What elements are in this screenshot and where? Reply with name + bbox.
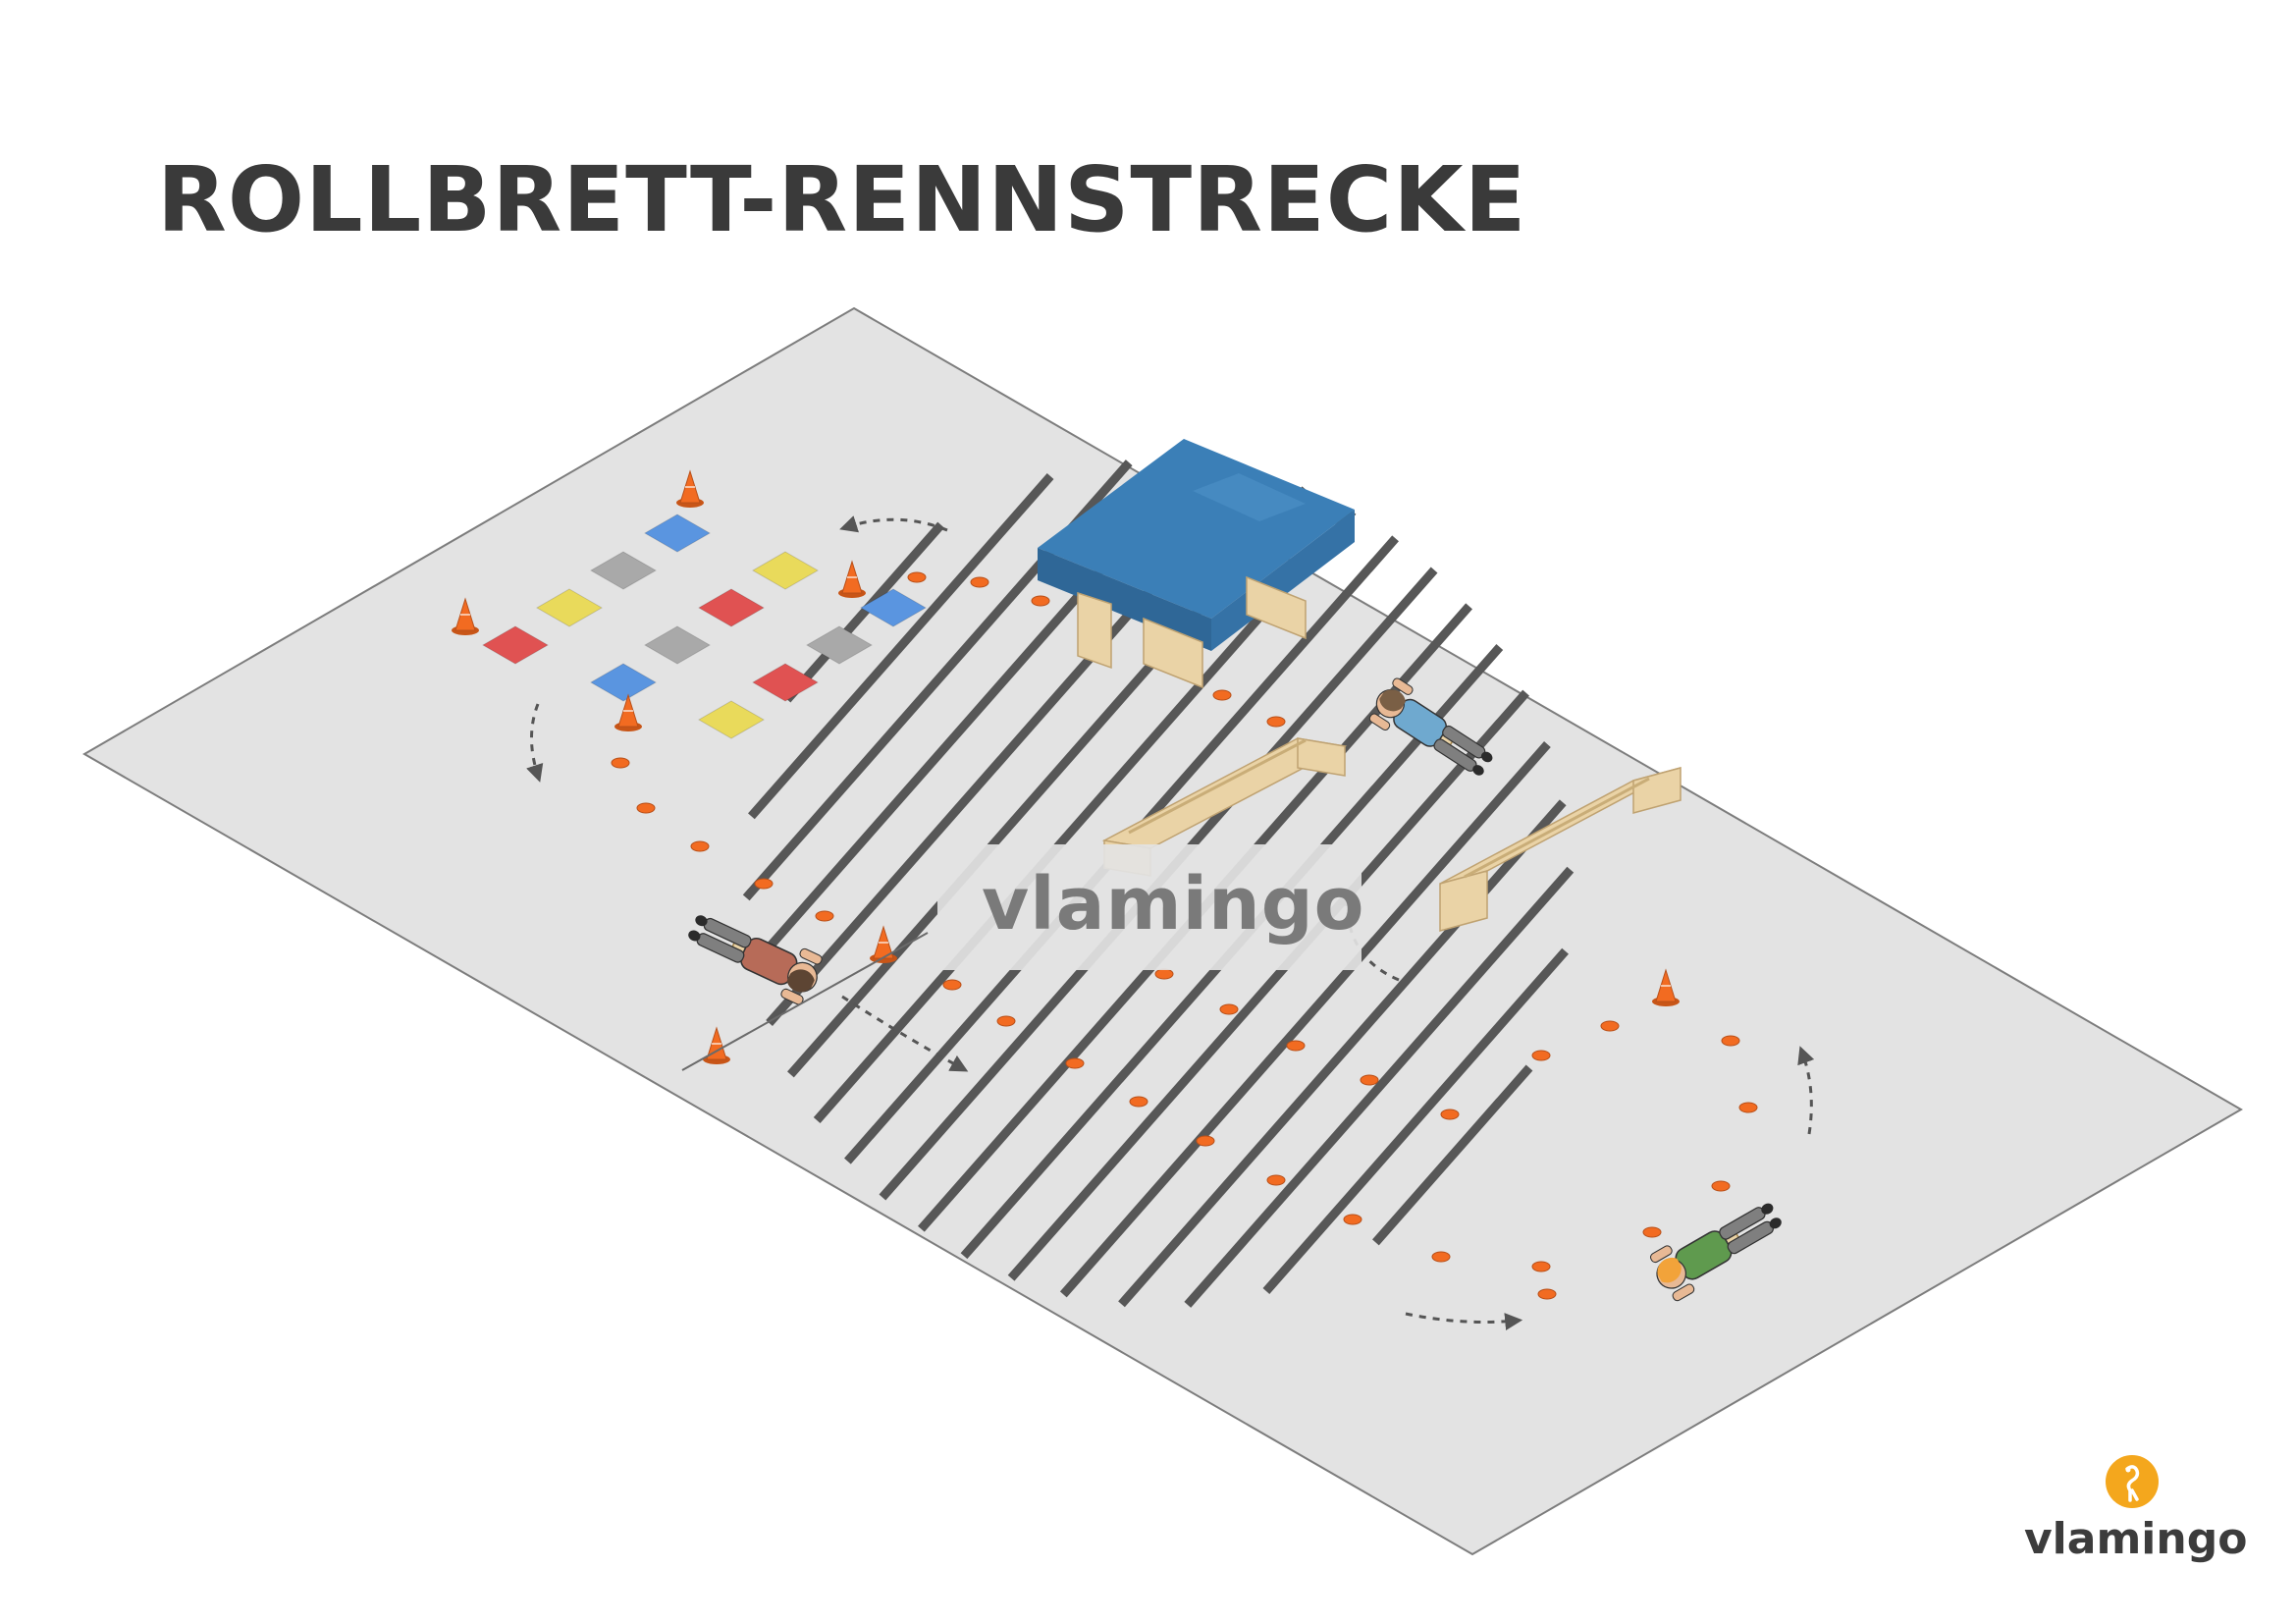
cone — [838, 560, 866, 598]
floor-stripe — [748, 473, 1054, 820]
marker-dot — [1531, 1050, 1551, 1061]
marker-dot — [1440, 1109, 1460, 1120]
brand-logo: vlamingo — [2024, 1453, 2248, 1564]
arrow-middle — [841, 995, 969, 1072]
floor-stripe — [1007, 689, 1529, 1281]
arrow-left — [526, 703, 544, 783]
brand-name: vlamingo — [2024, 1514, 2248, 1564]
marker-dot — [690, 840, 710, 852]
marker-dot — [636, 802, 656, 814]
marker-dot — [1154, 968, 1174, 980]
floor-stripe — [783, 521, 944, 703]
marker-dot — [1711, 1180, 1731, 1192]
marker-dot — [1431, 1251, 1451, 1263]
floor-tile — [751, 663, 820, 702]
marker-dots — [611, 571, 1758, 1300]
floor-tile — [697, 588, 766, 627]
marker-dot — [1266, 716, 1286, 728]
marker-dot — [1738, 1102, 1758, 1113]
marker-dot — [1537, 1288, 1557, 1300]
floor-tile — [859, 588, 928, 627]
floor-tile — [643, 514, 712, 553]
marker-dot — [1642, 1226, 1662, 1238]
marker-dot — [611, 757, 630, 769]
marker-dot — [1196, 1135, 1215, 1147]
marker-dot — [1212, 689, 1232, 701]
colored-tile-grid — [481, 514, 928, 739]
marker-dot — [996, 1015, 1016, 1027]
cones — [452, 469, 1680, 1064]
arrow-bottom — [1405, 1312, 1523, 1330]
marker-dot — [754, 878, 774, 890]
cone — [703, 1026, 730, 1064]
marker-dot — [1219, 1003, 1239, 1015]
floor-stripe — [1262, 947, 1569, 1294]
marker-dot — [1031, 595, 1050, 607]
floor-tile — [535, 588, 604, 627]
player-on-scooter — [1649, 1203, 1782, 1302]
floor-tile — [589, 551, 658, 590]
marker-dot — [1343, 1214, 1362, 1225]
bench-right — [1439, 767, 1682, 932]
marker-dot — [1360, 1074, 1379, 1086]
watermark-backdrop — [937, 844, 1362, 970]
player-on-scooter — [1368, 677, 1493, 776]
floor-tile — [697, 700, 766, 739]
cone — [614, 693, 642, 731]
gymnastics-mat — [1038, 439, 1355, 689]
floor-stripe — [1118, 799, 1567, 1308]
player-on-scooter — [688, 915, 823, 1005]
players — [688, 677, 1782, 1302]
marker-dot — [1531, 1261, 1551, 1272]
marker-dot — [1721, 1035, 1740, 1047]
flamingo-logo-icon — [2106, 1455, 2159, 1508]
marker-dot — [1266, 1174, 1286, 1186]
arrow-right — [1797, 1046, 1815, 1135]
marker-dot — [1065, 1057, 1085, 1069]
marker-dot — [1286, 1040, 1306, 1052]
cone — [452, 597, 479, 635]
cone — [1652, 968, 1680, 1006]
floor-stripe — [1184, 866, 1575, 1308]
watermark: vlamingo — [982, 862, 1365, 947]
start-line — [681, 932, 929, 1071]
floor-tile — [643, 625, 712, 665]
floor-stripe — [1059, 741, 1551, 1298]
floor-stripe — [1372, 1064, 1533, 1246]
floor-tile — [589, 663, 658, 702]
floor-tile — [481, 625, 550, 665]
marker-dot — [815, 910, 834, 922]
page-title: ROLLBRETT-RENNSTRECKE — [157, 147, 1527, 252]
marker-dot — [942, 979, 962, 991]
motion-arrows — [526, 515, 1815, 1330]
marker-dot — [907, 571, 927, 583]
marker-dot — [1600, 1020, 1620, 1032]
floor-tile — [751, 551, 820, 590]
marker-dot — [970, 576, 989, 588]
cone — [676, 469, 704, 508]
floor-tile — [805, 625, 874, 665]
marker-dot — [1129, 1096, 1148, 1108]
